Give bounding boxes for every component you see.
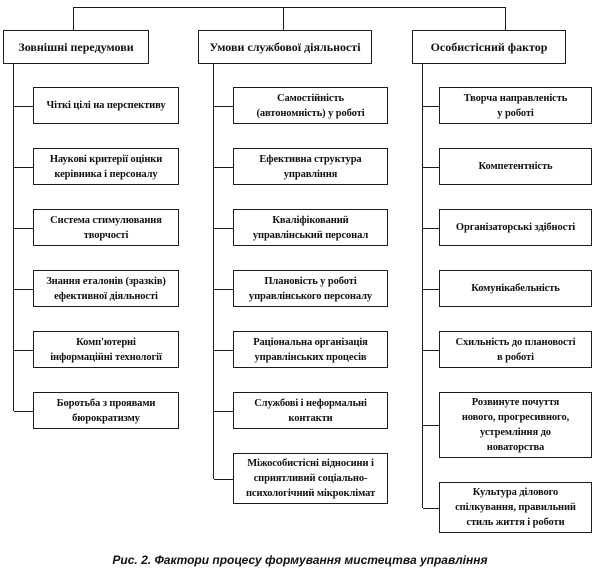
factor-box: Система стимулювання творчості	[14, 209, 179, 246]
factor-box: Раціональна організація управлінських пр…	[214, 331, 388, 368]
connector-trunk	[13, 63, 14, 411]
column-external-prerequisites: Чіткі цілі на перспективу Наукові критер…	[13, 63, 179, 429]
factor-box: Міжособистісні відносини і сприятливий с…	[214, 453, 388, 504]
figure-caption: Рис. 2. Фактори процесу формування мисте…	[112, 553, 488, 567]
factor-list: Творча направленість у роботі Компетентн…	[423, 63, 592, 533]
factor-box: Плановість у роботі управлінського персо…	[214, 270, 388, 307]
factor-box: Компетентність	[423, 148, 592, 185]
column-personal-factor: Творча направленість у роботі Компетентн…	[422, 63, 592, 533]
factor-box: Творча направленість у роботі	[423, 87, 592, 124]
factor-list: Самостійність (автономність) у роботі Еф…	[214, 63, 388, 504]
factor-box: Кваліфікований управлінський персонал	[214, 209, 388, 246]
connector-drop-right	[505, 7, 506, 31]
factor-box: Самостійність (автономність) у роботі	[214, 87, 388, 124]
factor-box: Знання еталонів (зразків) ефективної дія…	[14, 270, 179, 307]
connector-trunk	[213, 63, 214, 479]
factor-box: Боротьба з проявами бюрократизму	[14, 392, 179, 429]
column-header-service-conditions: Умови службової діяльності	[198, 30, 372, 64]
factor-box: Розвинуте почуття нового, прогресивного,…	[423, 392, 592, 458]
factor-box: Організаторські здібності	[423, 209, 592, 246]
connector-drop-left	[73, 7, 74, 31]
factor-box: Комп'ютерні інформаційні технології	[14, 331, 179, 368]
column-header-external-prerequisites: Зовнішні передумови	[3, 30, 149, 64]
factor-list: Чіткі цілі на перспективу Наукові критер…	[14, 63, 179, 429]
column-service-conditions: Самостійність (автономність) у роботі Еф…	[213, 63, 388, 504]
factor-box: Службові і неформальні контакти	[214, 392, 388, 429]
column-header-personal-factor: Особистісний фактор	[412, 30, 566, 64]
factor-box: Ефективна структура управління	[214, 148, 388, 185]
connector-drop-middle	[283, 7, 284, 31]
connector-trunk	[422, 63, 423, 508]
factor-box: Схильність до плановості в роботі	[423, 331, 592, 368]
factor-box: Наукові критерії оцінки керівника і перс…	[14, 148, 179, 185]
factor-box: Культура ділового спілкування, правильни…	[423, 482, 592, 533]
factor-box: Чіткі цілі на перспективу	[14, 87, 179, 124]
factor-box: Комунікабельність	[423, 270, 592, 307]
connector-top-line	[73, 7, 506, 8]
